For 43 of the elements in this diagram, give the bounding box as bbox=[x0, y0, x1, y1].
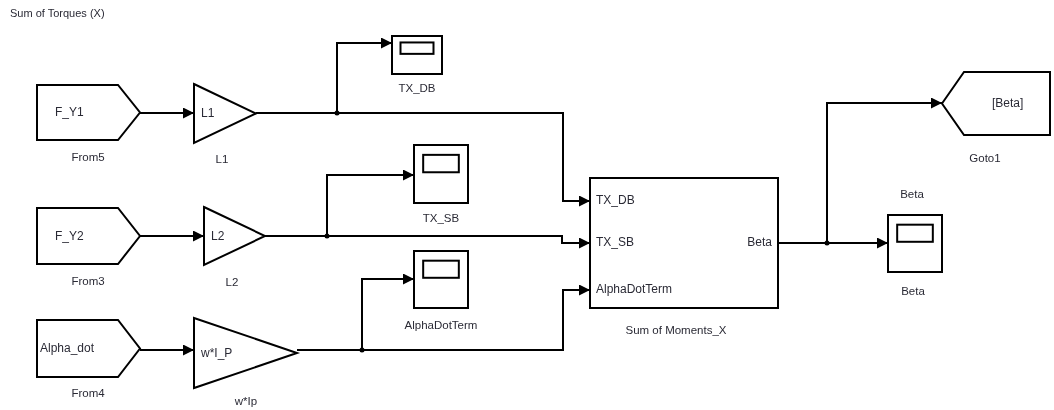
signal-arrow bbox=[139, 344, 195, 356]
diagram-title: Sum of Torques (X) bbox=[10, 7, 105, 19]
goto-block bbox=[942, 72, 1050, 135]
block-name: Sum of Moments_X bbox=[625, 323, 727, 337]
port-label: TX_SB bbox=[596, 235, 634, 249]
signal-arrow bbox=[264, 235, 591, 249]
from-block bbox=[37, 208, 140, 264]
block-name: Goto1 bbox=[969, 151, 1001, 165]
block-name: w*Ip bbox=[234, 394, 258, 408]
block-label: [Beta] bbox=[992, 96, 1024, 110]
gain-triangle bbox=[204, 207, 265, 265]
block-name: L1 bbox=[215, 152, 229, 166]
port-label: TX_DB bbox=[596, 193, 635, 207]
from-block bbox=[37, 85, 140, 140]
block-name: Beta bbox=[901, 284, 925, 298]
block-name: TX_SB bbox=[422, 211, 460, 225]
block-label: Alpha_dot bbox=[40, 341, 95, 355]
scope-block bbox=[392, 36, 442, 74]
from-block bbox=[37, 320, 140, 377]
block-name: TX_DB bbox=[398, 81, 436, 95]
scope-block bbox=[888, 215, 942, 272]
block-name: L2 bbox=[225, 275, 239, 289]
scope-block bbox=[414, 145, 468, 203]
subsystem-block bbox=[590, 178, 778, 308]
block-label: L1 bbox=[201, 106, 215, 120]
signal-arrow bbox=[296, 284, 591, 351]
port-label: Beta bbox=[747, 235, 772, 249]
block-label: w*I_P bbox=[201, 346, 233, 360]
scope-block bbox=[414, 251, 468, 308]
block-name: AlphaDotTerm bbox=[404, 318, 478, 332]
signal-arrow bbox=[777, 237, 889, 249]
signal-label: Beta bbox=[900, 187, 924, 201]
block-label: F_Y2 bbox=[55, 229, 84, 243]
block-name: From4 bbox=[71, 386, 105, 400]
gain-triangle bbox=[194, 84, 256, 143]
block-name: From3 bbox=[71, 274, 105, 288]
block-name: From5 bbox=[71, 150, 105, 164]
block-label: F_Y1 bbox=[55, 105, 84, 119]
signal-arrow bbox=[139, 107, 195, 119]
gain-triangle bbox=[194, 318, 297, 388]
port-label: AlphaDotTerm bbox=[596, 282, 673, 296]
signal-arrow bbox=[139, 230, 205, 242]
block-label: L2 bbox=[211, 229, 225, 243]
